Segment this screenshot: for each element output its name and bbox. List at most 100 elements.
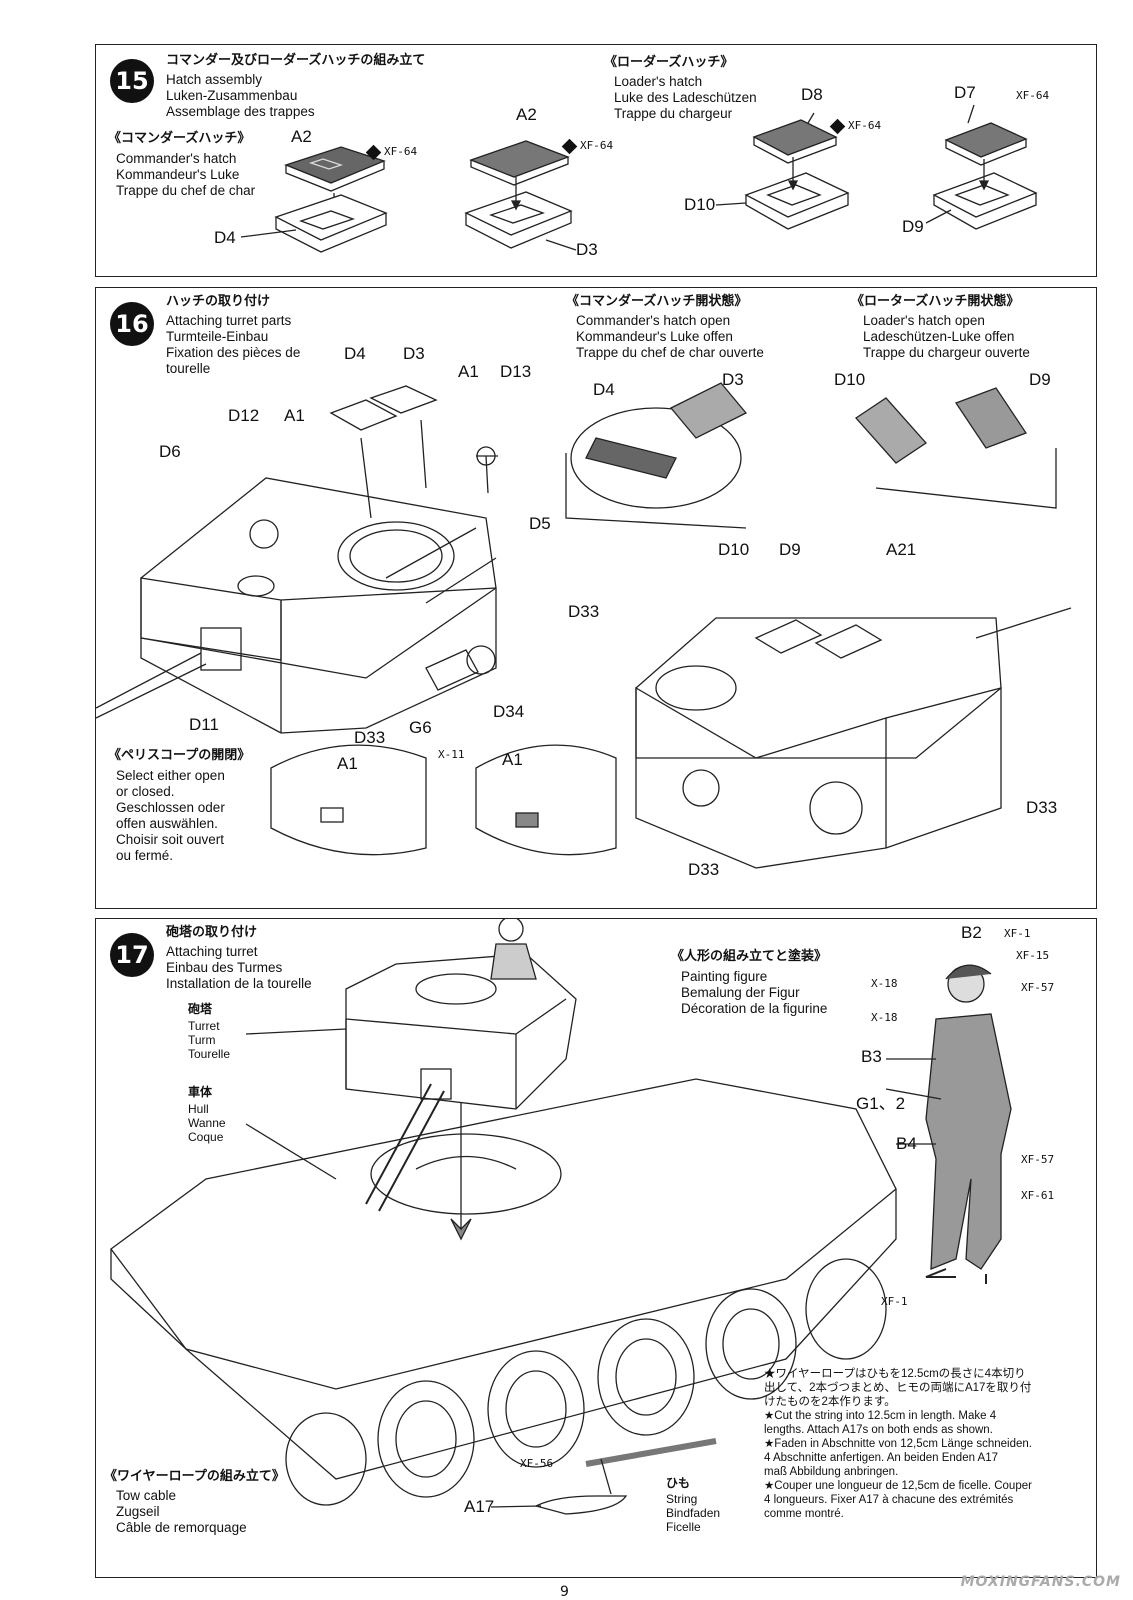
step-title-fr: Assemblage des trappes (166, 104, 315, 119)
part-label: A17 (464, 1497, 495, 1516)
part-label: D33 (568, 602, 600, 621)
step-title-en: Attaching turret parts (166, 313, 292, 328)
part-label: A1 (337, 754, 358, 773)
loader-open-jp: 《ローターズハッチ開状態》 (851, 294, 1020, 309)
periscope-l4: offen auswählen. (116, 816, 218, 831)
part-label: D10 (684, 195, 716, 214)
part-label: A1 (284, 406, 305, 425)
hull-fr: Coque (188, 1130, 224, 1144)
loader-hatch-de: Luke des Ladeschützen (614, 90, 757, 105)
paint-code: XF-56 (520, 1457, 554, 1470)
part-label: A1 (458, 362, 479, 381)
turret-jp: 砲塔 (188, 1002, 213, 1016)
periscope-l5: Choisir soit ouvert (116, 832, 225, 847)
step-title-de: Luken-Zusammenbau (166, 88, 298, 103)
paint-drop-icon (561, 138, 578, 154)
commander-hatch-jp: 《コマンダーズハッチ》 (108, 131, 251, 146)
turret-fr: Tourelle (188, 1047, 231, 1061)
step-title-en: Attaching turret (166, 944, 258, 959)
periscope-l1: Select either open (116, 768, 225, 783)
paint-drop-icon (365, 144, 382, 160)
hull-en: Hull (188, 1102, 209, 1116)
turret-de: Turm (188, 1033, 216, 1047)
step-17-panel: 17 砲塔の取り付け Attaching turret Einbau des T… (95, 918, 1097, 1578)
part-label: D33 (688, 860, 720, 879)
paint-code: X-18 (871, 977, 898, 990)
commander-hatch-de: Kommandeur's Luke (116, 167, 240, 182)
part-label: D4 (214, 228, 236, 247)
part-label: D5 (529, 514, 551, 533)
note-line: ★Cut the string into 12.5cm in length. M… (764, 1410, 997, 1422)
loader-open-fr: Trappe du chargeur ouverte (863, 345, 1030, 360)
part-label: G6 (409, 718, 432, 737)
hull-de: Wanne (188, 1116, 226, 1130)
step-title-de: Einbau des Turmes (166, 960, 283, 975)
turret-en: Turret (188, 1019, 220, 1033)
note-line: comme montré. (764, 1508, 844, 1520)
commander-open-de: Kommandeur's Luke offen (576, 329, 733, 344)
periscope-l2: or closed. (116, 784, 175, 799)
page-number: 9 (560, 1584, 569, 1600)
figure-en: Painting figure (681, 969, 768, 984)
part-label: B2 (961, 923, 982, 942)
paint-code: XF-15 (1016, 949, 1050, 962)
step-title-fr: Fixation des pièces de (166, 345, 301, 360)
note-line: lengths. Attach A17s on both ends as sho… (764, 1424, 993, 1436)
note-line: ★Faden in Abschnitte von 12,5cm Länge sc… (764, 1438, 1032, 1450)
step-title-jp: コマンダー及びローダーズハッチの組み立て (166, 53, 426, 68)
commander-hatch-en: Commander's hatch (116, 151, 237, 166)
tow-cable-fr: Câble de remorquage (116, 1520, 247, 1535)
periscope-l6: ou fermé. (116, 848, 174, 863)
step-number: 16 (110, 302, 154, 346)
part-label: D6 (159, 442, 181, 461)
paint-code: XF-61 (1021, 1189, 1055, 1202)
paint-code: X-18 (871, 1011, 898, 1024)
part-label: D3 (576, 240, 598, 259)
part-label: D13 (500, 362, 532, 381)
paint-code: XF-1 (1004, 927, 1031, 940)
paint-code: XF-64 (1016, 89, 1050, 102)
tow-cable-de: Zugseil (116, 1504, 160, 1519)
step-title-jp: ハッチの取り付け (166, 294, 271, 309)
figure-de: Bemalung der Figur (681, 985, 800, 1000)
commander-open-en: Commander's hatch open (576, 313, 731, 328)
part-label: A21 (886, 540, 917, 559)
step-title-jp: 砲塔の取り付け (166, 925, 258, 940)
loader-hatch-jp: 《ローダーズハッチ》 (604, 55, 734, 70)
step-15-panel: 15 コマンダー及びローダーズハッチの組み立て Hatch assembly L… (95, 44, 1097, 277)
note-line: 4 longueurs. Fixer A17 à chacune des ext… (764, 1494, 1014, 1506)
part-label: D10 (718, 540, 750, 559)
step-title-de: Turmteile-Einbau (166, 329, 269, 344)
part-label: D4 (593, 380, 615, 399)
note-line: 4 Abschnitte anfertigen. An beiden Enden… (764, 1452, 999, 1464)
paint-code: XF-64 (561, 138, 613, 154)
commander-open-jp: 《コマンダーズハッチ開状態》 (566, 294, 748, 309)
paint-code: XF-57 (1021, 981, 1055, 994)
paint-code: XF-1 (881, 1295, 908, 1308)
part-label: D12 (228, 406, 260, 425)
commander-hatch-fr: Trappe du chef de char (116, 183, 256, 198)
part-label: D4 (344, 344, 366, 363)
note-line: けたものを2本作ります。 (764, 1396, 896, 1408)
part-label: B4 (896, 1134, 917, 1153)
periscope-jp: 《ペリスコープの開閉》 (108, 748, 251, 763)
note-line: maß Abbildung anbringen. (764, 1466, 899, 1478)
loader-hatch-fr: Trappe du chargeur (614, 106, 733, 121)
watermark: MOXINGFANS.COM (960, 1574, 1121, 1590)
string-en: String (666, 1492, 698, 1506)
note-line: ★Couper une longueur de 12,5cm de ficell… (764, 1480, 1032, 1492)
part-label: D33 (1026, 798, 1058, 817)
commander-open-fr: Trappe du chef de char ouverte (576, 345, 764, 360)
paint-code: XF-64 (829, 118, 881, 134)
part-label: D7 (954, 83, 976, 102)
part-label: D33 (354, 728, 386, 747)
step-16-illustration (96, 382, 1072, 869)
figure-fr: Décoration de la figurine (681, 1001, 828, 1016)
part-label: B3 (861, 1047, 882, 1066)
figure-jp: 《人形の組み立てと塗装》 (671, 949, 828, 964)
string-de: Bindfaden (666, 1506, 721, 1520)
paint-code: XF-64 (365, 144, 417, 160)
loader-hatch-en: Loader's hatch (614, 74, 703, 89)
part-label: D10 (834, 370, 866, 389)
note-line: ★ワイヤーロープはひもを12.5cmの長さに4本切り (764, 1368, 1026, 1380)
